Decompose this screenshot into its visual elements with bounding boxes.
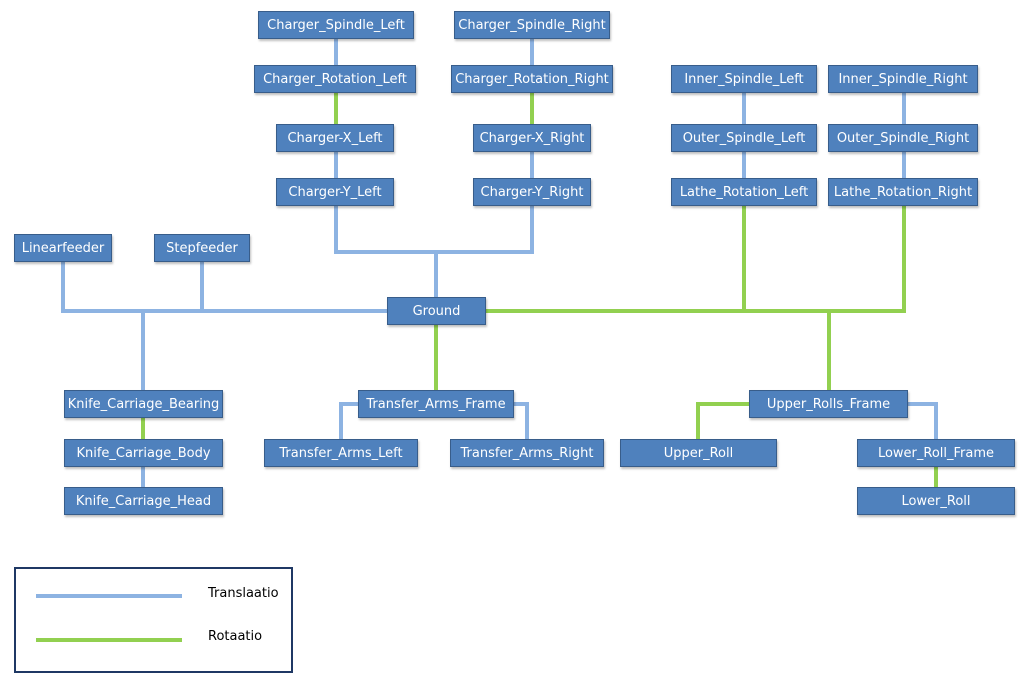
node-outer-spindle-right[interactable]: Outer_Spindle_Right — [828, 124, 978, 152]
link-lathe-rotation-left-to-ground — [486, 206, 746, 313]
link-charger-y-left-to-ground — [334, 206, 438, 297]
node-charger-y-left[interactable]: Charger-Y_Left — [276, 178, 394, 206]
node-charger-y-right[interactable]: Charger-Y_Right — [473, 178, 591, 206]
node-charger-rotation-right[interactable]: Charger_Rotation_Right — [451, 65, 613, 93]
node-charger-spindle-left[interactable]: Charger_Spindle_Left — [258, 11, 414, 39]
link-lathe-rotation-right-to-ground — [744, 206, 906, 313]
node-knife-carriage-bearing[interactable]: Knife_Carriage_Bearing — [64, 390, 223, 418]
node-inner-spindle-left[interactable]: Inner_Spindle_Left — [671, 65, 817, 93]
node-stepfeeder[interactable]: Stepfeeder — [154, 234, 250, 262]
node-transfer-arms-right[interactable]: Transfer_Arms_Right — [450, 439, 604, 467]
node-lower-roll[interactable]: Lower_Roll — [857, 487, 1015, 515]
node-inner-spindle-right[interactable]: Inner_Spindle_Right — [828, 65, 978, 93]
node-charger-rotation-left[interactable]: Charger_Rotation_Left — [254, 65, 416, 93]
node-upper-roll[interactable]: Upper_Roll — [620, 439, 777, 467]
node-transfer-arms-frame[interactable]: Transfer_Arms_Frame — [358, 390, 514, 418]
node-lathe-rotation-right[interactable]: Lathe_Rotation_Right — [828, 178, 978, 206]
link-upper-rolls-frame-to-lower-roll-frame — [908, 402, 938, 439]
legend-rotaatio-label: Rotaatio — [208, 629, 263, 644]
link-charger-y-right-to-ground — [436, 206, 534, 254]
link-linearfeeder-to-ground — [61, 262, 387, 313]
link-upper-rolls-frame-to-upper-roll — [696, 402, 749, 439]
node-lathe-rotation-left[interactable]: Lathe_Rotation_Left — [671, 178, 817, 206]
node-linearfeeder[interactable]: Linearfeeder — [14, 234, 112, 262]
node-charger-spindle-right[interactable]: Charger_Spindle_Right — [454, 11, 610, 39]
node-outer-spindle-left[interactable]: Outer_Spindle_Left — [671, 124, 817, 152]
node-charger-x-right[interactable]: Charger-X_Right — [473, 124, 591, 152]
node-ground[interactable]: Ground — [387, 297, 486, 325]
node-transfer-arms-left[interactable]: Transfer_Arms_Left — [264, 439, 418, 467]
node-knife-carriage-head[interactable]: Knife_Carriage_Head — [64, 487, 223, 515]
node-knife-carriage-body[interactable]: Knife_Carriage_Body — [64, 439, 223, 467]
node-upper-rolls-frame[interactable]: Upper_Rolls_Frame — [749, 390, 908, 418]
legend-translaatio-label: Translaatio — [208, 586, 279, 601]
link-transfer-arms-frame-to-transfer-arms-left — [339, 402, 358, 439]
node-charger-x-left[interactable]: Charger-X_Left — [276, 124, 394, 152]
legend-translaatio-swatch — [36, 594, 182, 598]
node-lower-roll-frame[interactable]: Lower_Roll_Frame — [857, 439, 1015, 467]
link-transfer-arms-frame-to-transfer-arms-right — [514, 402, 529, 439]
legend: Translaatio Rotaatio — [14, 567, 293, 673]
legend-rotaatio-swatch — [36, 638, 182, 642]
